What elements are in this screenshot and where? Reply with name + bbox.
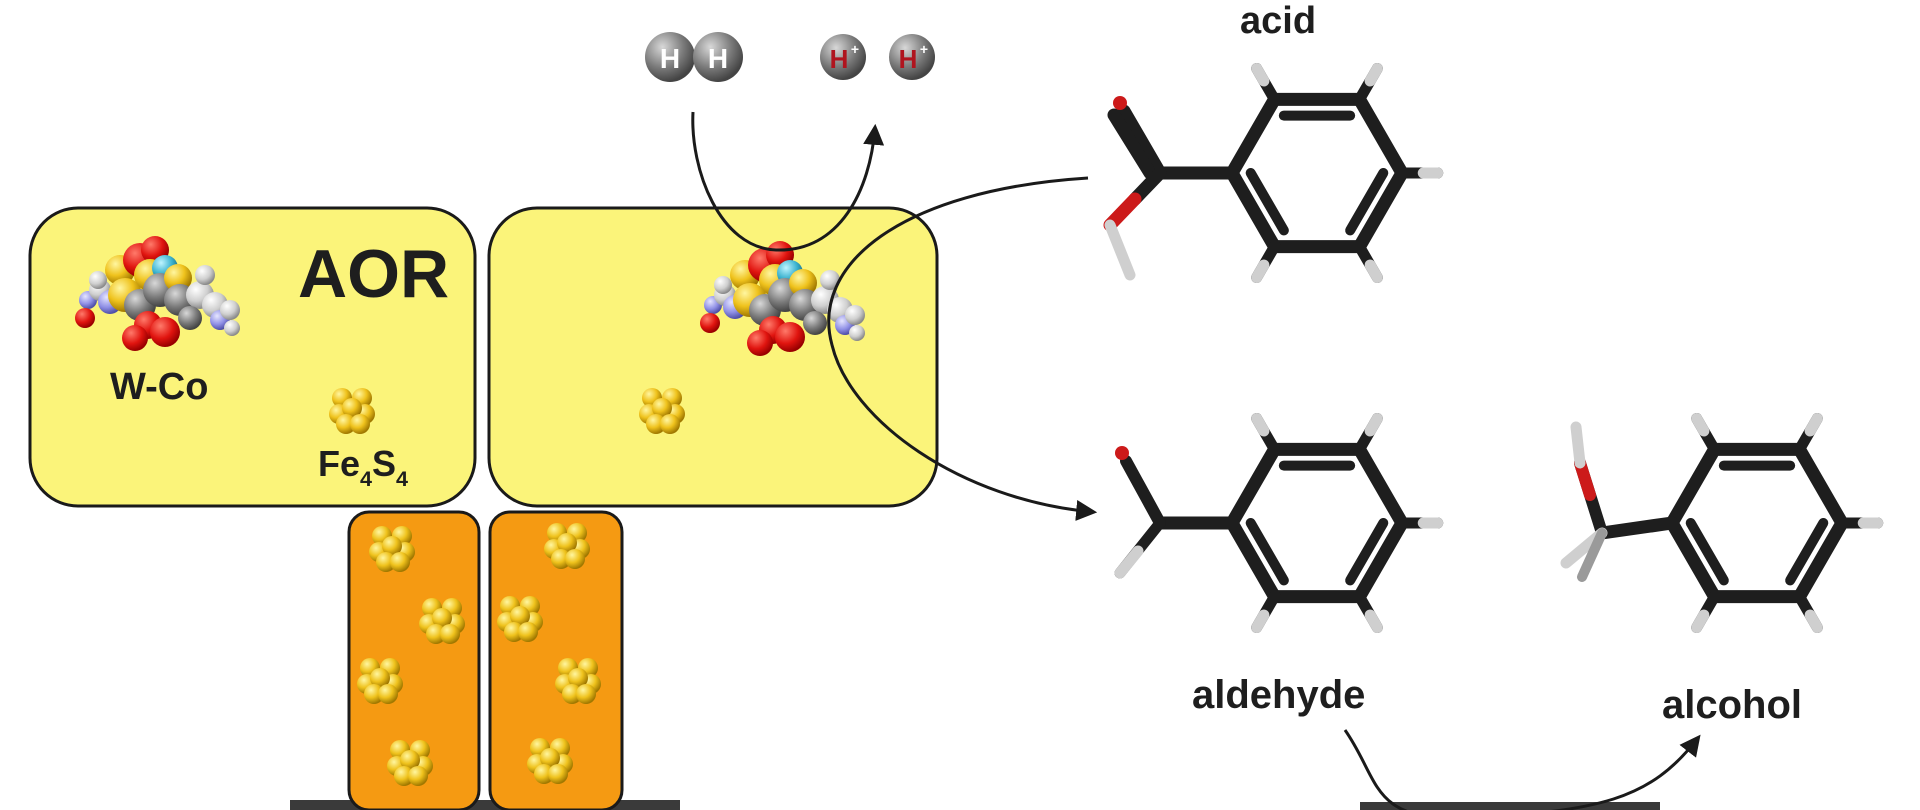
membrane-bar bbox=[290, 800, 680, 810]
fe4s4-cluster-icon bbox=[329, 388, 375, 434]
electron-domain-right bbox=[488, 510, 624, 810]
alcohol-label: alcohol bbox=[1662, 683, 1803, 727]
baseline-bar bbox=[1360, 802, 1660, 810]
benzoic-acid-molecule bbox=[1103, 62, 1444, 284]
fe4s4-cluster-icon bbox=[497, 596, 543, 642]
benzyl-alcohol-molecule bbox=[1560, 412, 1884, 634]
proton-symbol: H bbox=[899, 44, 918, 74]
benzaldehyde-molecule bbox=[1114, 412, 1444, 634]
fe4s4-cluster-icon bbox=[357, 658, 403, 704]
fe4s4-label: Fe4S4 bbox=[318, 443, 408, 490]
proton-icon: H + bbox=[820, 34, 866, 80]
proton-symbol: H bbox=[830, 44, 849, 74]
acid-to-aldehyde-arrow bbox=[827, 176, 1098, 521]
fe4s4-cluster-icon bbox=[544, 523, 590, 569]
fe4s4-cluster-icon bbox=[369, 526, 415, 572]
fe-count: 4 bbox=[360, 465, 373, 491]
fe4s4-cluster-icon bbox=[639, 388, 685, 434]
hydrogen-atom-symbol: H bbox=[708, 43, 728, 74]
s-element: S bbox=[372, 443, 397, 484]
h2-molecule-icon: H H bbox=[645, 32, 743, 82]
aor-domain-right bbox=[487, 206, 939, 508]
fe4s4-cluster-icon bbox=[527, 738, 573, 784]
aldehyde-label: aldehyde bbox=[1192, 673, 1366, 717]
aor-label: AOR bbox=[298, 236, 450, 312]
w-cofactor-molecule-left bbox=[75, 236, 240, 351]
proton-charge: + bbox=[920, 41, 928, 57]
acid-label: acid bbox=[1240, 0, 1317, 42]
w-cofactor-molecule-right bbox=[700, 241, 865, 356]
aldehyde-to-alcohol-arrow bbox=[1343, 729, 1701, 810]
w-co-label: W-Co bbox=[110, 366, 209, 408]
fe4s4-cluster-icon bbox=[387, 740, 433, 786]
electron-domain-left bbox=[347, 510, 481, 810]
fe-element: Fe bbox=[318, 443, 361, 484]
proton-icon: H + bbox=[889, 34, 935, 80]
fe4s4-cluster-icon bbox=[419, 598, 465, 644]
s-count: 4 bbox=[396, 465, 409, 491]
fe4s4-cluster-icon bbox=[555, 658, 601, 704]
hydrogen-atom-symbol: H bbox=[660, 43, 680, 74]
h2-oxidation-arrow bbox=[691, 111, 885, 252]
proton-charge: + bbox=[851, 41, 859, 57]
